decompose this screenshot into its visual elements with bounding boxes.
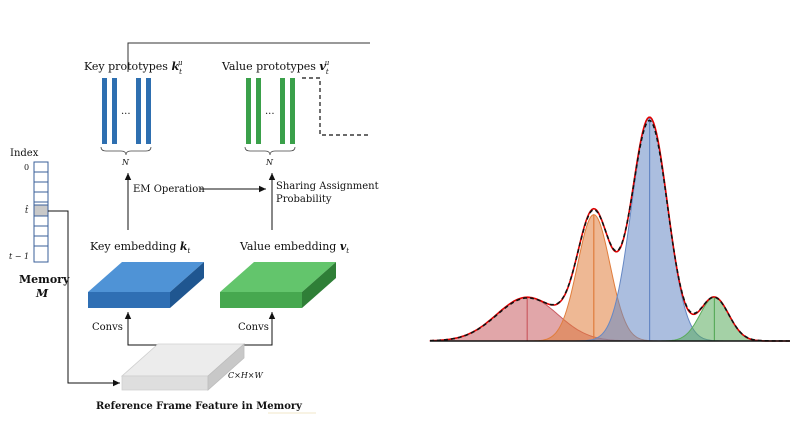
memory-index-header: Index bbox=[10, 148, 39, 159]
memory-column: Index 0 t̂ t − 1 Memory M bbox=[9, 148, 70, 300]
sharing-assignment-label: Sharing Assignment bbox=[276, 181, 379, 192]
key-convs-arrow bbox=[124, 312, 178, 346]
value-prototype-bar bbox=[280, 78, 285, 144]
key-convs-label: Convs bbox=[92, 322, 123, 333]
value-embedding-label: Value embedding vt bbox=[239, 240, 349, 255]
value-convs-arrow bbox=[240, 312, 276, 346]
value-prototype-bar bbox=[256, 78, 261, 144]
key-prototype-count: N bbox=[121, 158, 130, 167]
key-prototype-bar bbox=[146, 78, 151, 144]
reference-feature-slab bbox=[120, 343, 246, 391]
value-prototype-brace bbox=[244, 146, 296, 156]
value-prototype-count: N bbox=[265, 158, 274, 167]
feature-caption: Reference Frame Feature in Memory bbox=[96, 401, 303, 412]
key-embedding-box bbox=[88, 262, 204, 308]
key-prototype-ellipsis: ... bbox=[121, 106, 131, 117]
key-embedding-label: Key embedding kt bbox=[90, 240, 190, 255]
value-prototype-ellipsis: ... bbox=[265, 106, 275, 117]
value-prototypes: Value prototypes vtμ ... N bbox=[221, 59, 330, 167]
key-prototype-brace bbox=[100, 146, 152, 156]
memory-title: Memory bbox=[19, 273, 70, 286]
value-prototype-bar bbox=[246, 78, 251, 144]
key-prototype-bar bbox=[136, 78, 141, 144]
feature-dims-label: C×H×W bbox=[228, 371, 264, 380]
memory-selected-slot bbox=[33, 204, 49, 217]
value-prototype-bar bbox=[290, 78, 295, 144]
value-prototypes-label: Value prototypes vtμ bbox=[221, 59, 330, 76]
memory-symbol: M bbox=[35, 287, 49, 300]
value-dashed-connector bbox=[302, 77, 370, 136]
key-prototype-bar bbox=[102, 78, 107, 144]
key-prototypes-label: Key prototypes ktμ bbox=[84, 59, 183, 76]
target-density-line bbox=[430, 119, 790, 342]
key-prototypes: Key prototypes ktμ ... N bbox=[84, 59, 183, 167]
memory-index-zero: 0 bbox=[24, 163, 29, 172]
sharing-probability-label: Probability bbox=[276, 194, 332, 205]
value-embedding-box bbox=[220, 262, 336, 308]
mixture-plot bbox=[429, 116, 790, 342]
value-convs-label: Convs bbox=[238, 322, 269, 333]
memory-index-tm1: t − 1 bbox=[9, 252, 29, 261]
memory-index-t: t̂ bbox=[25, 204, 29, 215]
em-operation-label: EM Operation bbox=[133, 184, 205, 195]
key-prototype-bar bbox=[112, 78, 117, 144]
top-connector bbox=[127, 42, 370, 72]
memory-to-feature-arrow bbox=[48, 210, 120, 387]
